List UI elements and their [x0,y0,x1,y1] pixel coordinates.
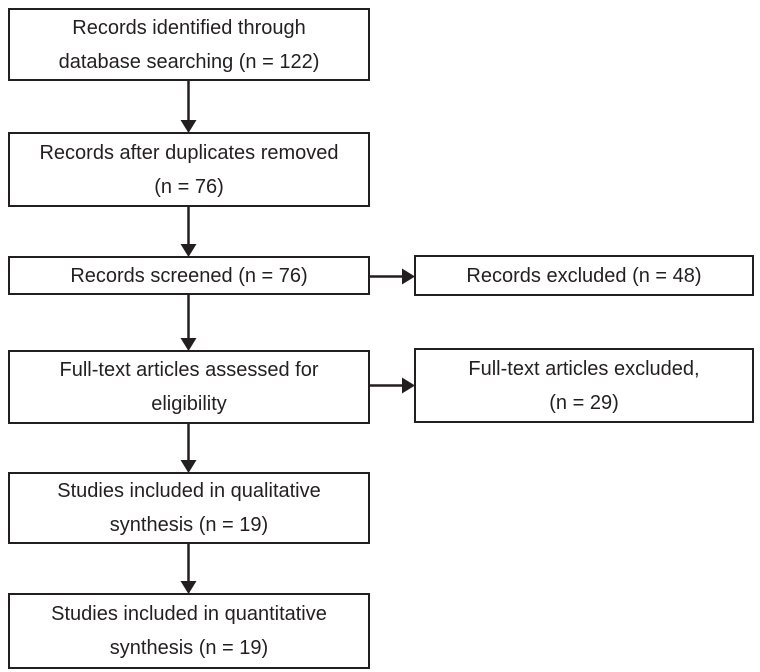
box-text-line: Records identified through [72,16,306,39]
box-text-line: Records screened (n = 76) [70,264,308,287]
box-qualitative-synthesis: Studies included in qualitative synthesi… [8,472,370,544]
box-text-line: Full-text articles assessed for [59,359,319,381]
arrow-screened-to-excluded [370,268,415,285]
box-fulltext-assessed: Full-text articles assessed for eligibil… [8,350,370,424]
box-fulltext-excluded: Full-text articles excluded, (n = 29) [414,348,754,423]
box-duplicates-removed: Records after duplicates removed (n = 76… [8,132,370,207]
arrow-identified-to-duplicates [180,80,197,133]
box-text-line: Records excluded (n = 48) [466,264,702,287]
box-text-line: Full-text articles excluded, [468,357,700,380]
box-records-screened: Records screened (n = 76) [8,256,370,295]
arrow-screened-to-fulltext [180,294,197,351]
box-text-line: database searching (n = 122) [58,50,320,73]
box-text-line: eligibility [151,393,227,415]
box-text-line: Records after duplicates removed [39,141,339,164]
box-text-line: Studies included in qualitative [57,480,321,502]
box-records-identified: Records identified through database sear… [8,8,370,81]
arrow-fulltext-to-fulltext-excluded [370,377,415,394]
box-text-line: Studies included in quantitative [51,603,327,625]
box-quantitative-synthesis: Studies included in quantitative synthes… [8,593,370,669]
box-text-line: (n = 29) [549,391,619,414]
arrow-duplicates-to-screened [180,206,197,257]
arrow-qualitative-to-quantitative [180,543,197,594]
arrow-fulltext-to-qualitative [180,423,197,473]
box-records-excluded: Records excluded (n = 48) [414,255,754,296]
box-text-line: synthesis (n = 19) [109,637,269,659]
box-text-line: (n = 76) [154,175,224,198]
box-text-line: synthesis (n = 19) [109,514,269,536]
